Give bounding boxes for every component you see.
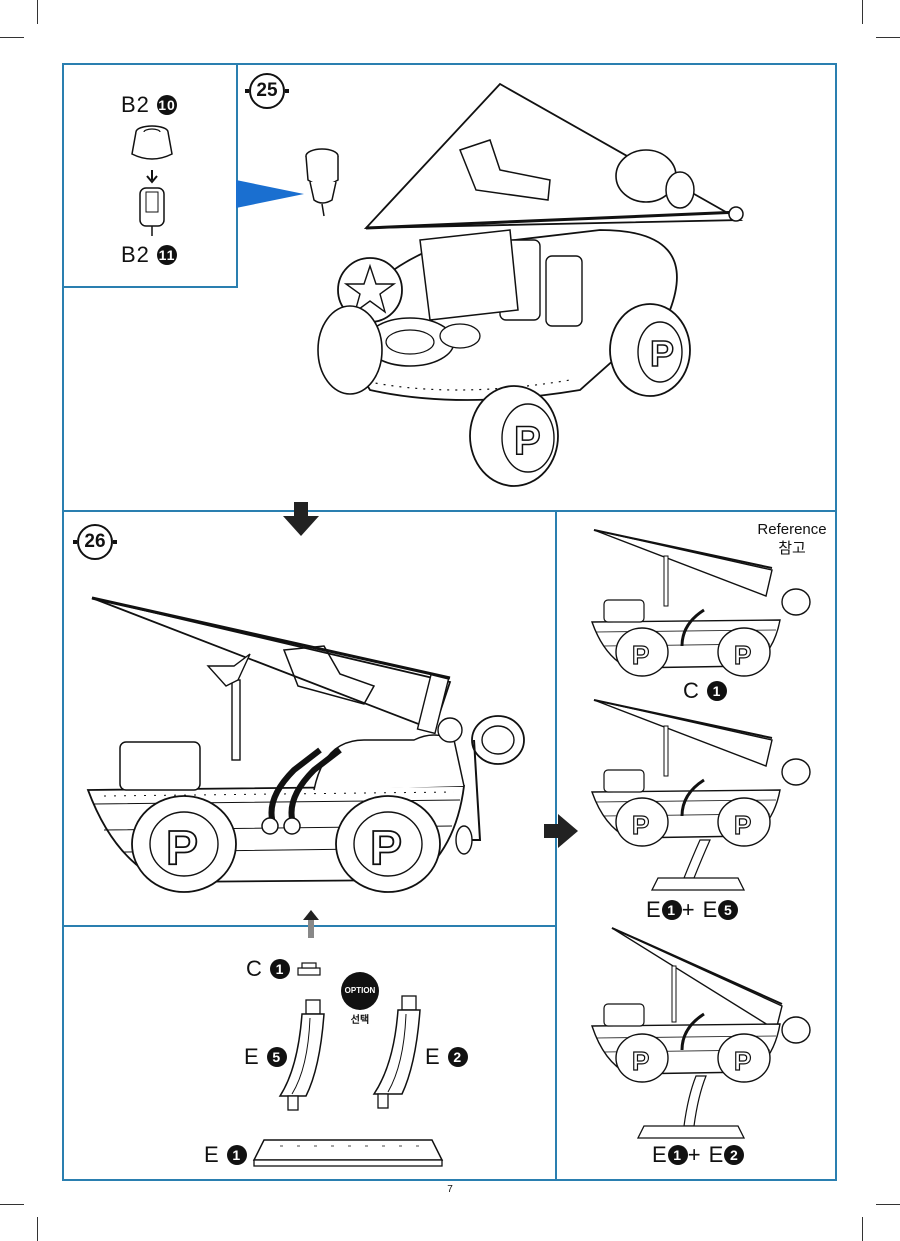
detail-box-right	[236, 63, 238, 287]
part-number-badge: 1	[707, 681, 728, 701]
part-number-badge: 1	[661, 900, 682, 920]
kart-illustration-step26: P P	[86, 596, 525, 893]
svg-text:P: P	[166, 822, 198, 875]
kart-illustration-step25: P P	[317, 82, 744, 487]
part-number-badge: 5	[266, 1047, 287, 1067]
page-frame	[62, 63, 837, 1181]
detail-parts-illustration	[131, 125, 173, 236]
step-flow-arrow-up	[303, 910, 319, 938]
part-label-e2: E 2	[425, 1044, 468, 1070]
step-number-25: 25	[245, 73, 289, 109]
part-e5-illustration	[278, 999, 325, 1111]
part-number-badge: 1	[270, 959, 291, 979]
crop-mark	[862, 1217, 863, 1241]
reference-kart-e1-e5: P P	[591, 699, 811, 891]
crop-mark	[0, 37, 24, 38]
option-badge: OPTION	[341, 972, 379, 1010]
part-label-e1: E 1	[204, 1142, 247, 1168]
reference-kart-e1-e2: P P	[591, 927, 811, 1139]
crop-mark	[0, 1204, 24, 1205]
part-number-badge: 1	[667, 1145, 688, 1165]
svg-text:P: P	[734, 810, 751, 840]
reference-title: Reference 참고	[757, 521, 827, 557]
part-number-badge: 1	[226, 1145, 247, 1165]
svg-text:P: P	[734, 1046, 751, 1076]
part-number-badge: 11	[157, 245, 178, 265]
crop-mark	[37, 0, 38, 24]
part-label-e5: E 5	[244, 1044, 287, 1070]
part-number-badge: 5	[718, 900, 739, 920]
detail-box-bottom	[62, 286, 238, 288]
svg-text:P: P	[514, 419, 541, 463]
part-label-c1: C 1	[246, 956, 291, 982]
part-number-badge: 10	[157, 95, 178, 115]
detail-top-label: B2 10	[121, 92, 178, 117]
callout-arrow	[236, 180, 304, 208]
svg-text:P: P	[734, 640, 751, 670]
part-number-badge: 2	[724, 1145, 745, 1165]
option-sublabel: 선택	[350, 1015, 370, 1026]
crop-mark	[876, 37, 900, 38]
svg-text:P: P	[632, 640, 649, 670]
reference-kart-c1: P P	[591, 529, 811, 677]
step-flow-arrow-down	[283, 502, 319, 536]
page-number: 7	[447, 1184, 453, 1195]
crop-mark	[862, 0, 863, 24]
svg-text:P: P	[370, 822, 402, 875]
part-b2-11-illustration	[305, 148, 339, 217]
part-e2-illustration	[372, 995, 421, 1109]
crop-mark	[37, 1217, 38, 1241]
svg-text:P: P	[650, 333, 674, 374]
reference-flow-arrow	[544, 814, 578, 848]
divider-reference	[555, 510, 557, 1181]
divider-step25	[62, 510, 837, 512]
part-e1-illustration	[252, 1139, 444, 1167]
svg-text:P: P	[632, 810, 649, 840]
detail-bottom-label: B2 11	[121, 242, 178, 267]
reference-label-c1: C 1	[683, 678, 728, 704]
step-number-26: 26	[73, 524, 117, 560]
crop-mark	[876, 1204, 900, 1205]
part-number-badge: 2	[447, 1047, 468, 1067]
svg-text:P: P	[632, 1046, 649, 1076]
part-c1-illustration	[297, 962, 321, 976]
